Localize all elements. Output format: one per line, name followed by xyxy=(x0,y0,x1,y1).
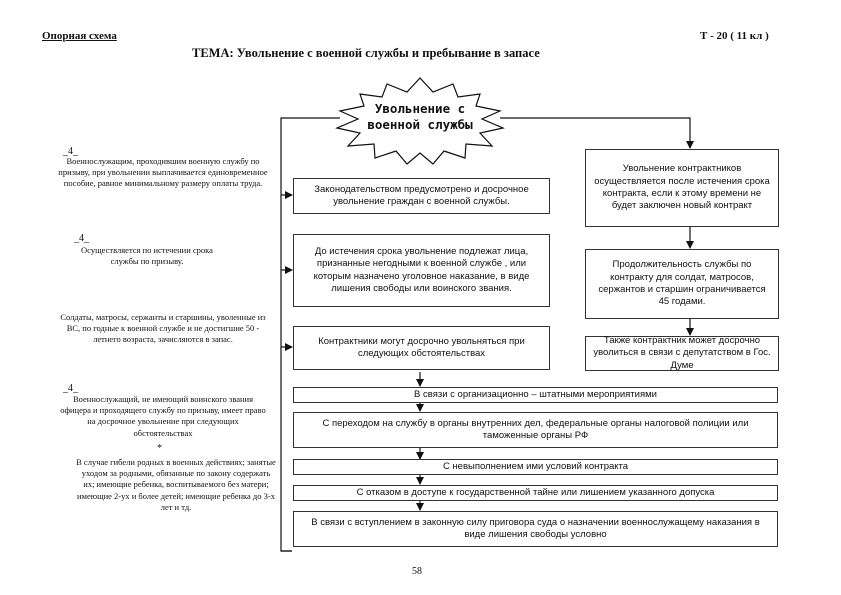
note-mark: _4_ xyxy=(63,146,78,157)
side-note-conscript-rights: Военнослужащий, не имеющий воинского зва… xyxy=(60,394,266,438)
side-note-allowance: Военнослужащим, проходившим военную служ… xyxy=(58,156,268,189)
side-note-circumstances: В случае гибели родных в военных действи… xyxy=(76,457,276,512)
side-note-term-expiry: Осуществляется по истечении срока службы… xyxy=(81,245,213,267)
box-contract-age-limit: Продолжительность службы по контракту дл… xyxy=(585,249,779,319)
note-mark: _4_ xyxy=(74,233,89,244)
burst-shape xyxy=(335,77,505,165)
burst-title: Увольнение с военной службы xyxy=(367,101,473,132)
condition-item: С переходом на службу в органы внутренни… xyxy=(293,412,778,448)
condition-item: В связи с вступлением в законную силу пр… xyxy=(293,511,778,547)
page-title: ТЕМА: Увольнение с военной службы и преб… xyxy=(192,46,540,60)
condition-item: В связи с организационно – штатными меро… xyxy=(293,387,778,403)
condition-item: С невыполнением ими условий контракта xyxy=(293,459,778,475)
schema-label: Опорная схема xyxy=(42,30,117,42)
box-early-discharge: Законодательством предусмотрено и досроч… xyxy=(293,178,550,214)
lesson-code: Т - 20 ( 11 кл ) xyxy=(700,30,769,42)
page-number: 58 xyxy=(412,566,422,577)
note-mark: _4_ xyxy=(63,383,78,394)
note-asterisk: * xyxy=(157,443,162,454)
side-note-reserve: Солдаты, матросы, сержанты и старшины, у… xyxy=(60,312,266,345)
connector-right-trunk xyxy=(500,117,694,149)
box-contract-expiry: Увольнение контрактников осуществляется … xyxy=(585,149,779,227)
box-duma-deputy: Также контрактник может досрочно уволить… xyxy=(585,335,779,371)
condition-item: С отказом в доступе к государственной та… xyxy=(293,485,778,501)
box-contract-early-discharge: Контрактники могут досрочно увольняться … xyxy=(293,326,550,370)
box-unfit-or-convicted: До истечения срока увольнение подлежат л… xyxy=(293,234,550,307)
